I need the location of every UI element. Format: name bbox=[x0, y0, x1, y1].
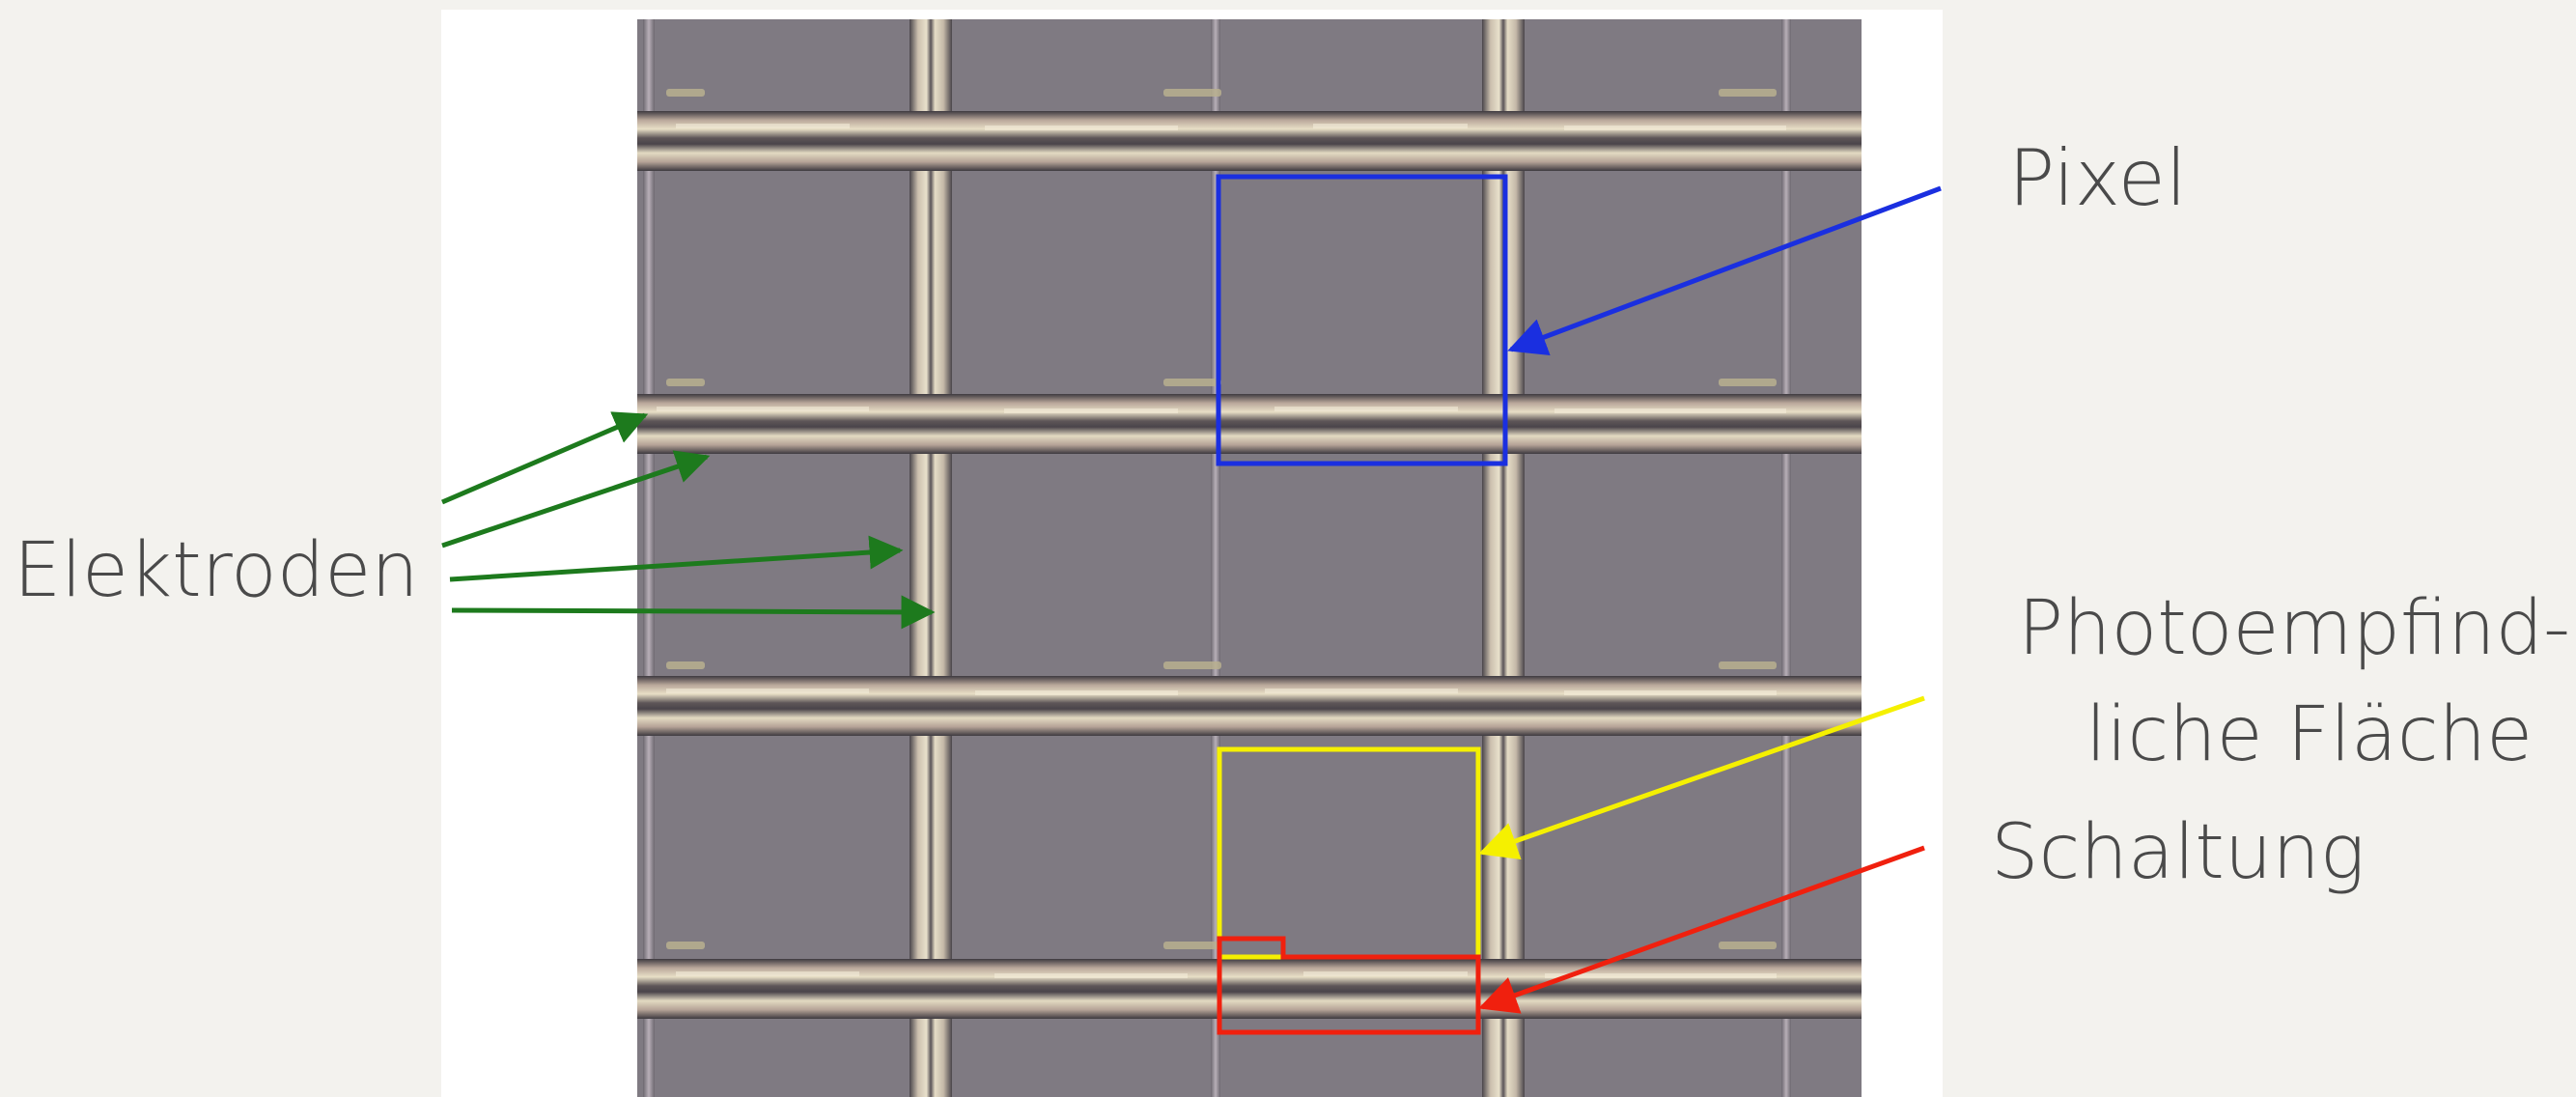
electrode-arrow-2 bbox=[441, 450, 711, 548]
electrode-arrow-4 bbox=[451, 595, 936, 630]
photo-area-arrow bbox=[1478, 695, 1925, 860]
circuit-label: Schaltung bbox=[1991, 809, 2366, 896]
photo-area-label-line1: Photoempfind- bbox=[2018, 585, 2571, 672]
electrode-arrow-1 bbox=[441, 411, 649, 505]
pixel-label: Pixel bbox=[2008, 133, 2188, 223]
circuit-arrow bbox=[1478, 845, 1925, 1014]
micrograph-graphic bbox=[637, 19, 1862, 1097]
photo-area-box bbox=[1217, 746, 1481, 960]
electrodes-label: Elektroden bbox=[14, 527, 419, 614]
electrode-arrow-3 bbox=[449, 535, 904, 582]
pixel-box bbox=[1216, 174, 1508, 466]
circuit-box bbox=[1217, 936, 1481, 1035]
electrode-arrows bbox=[441, 411, 936, 630]
sensor-micrograph bbox=[637, 19, 1862, 1097]
photo-area-label-line2: liche Fläche bbox=[2086, 691, 2534, 778]
pixel-arrow bbox=[1507, 185, 1942, 356]
